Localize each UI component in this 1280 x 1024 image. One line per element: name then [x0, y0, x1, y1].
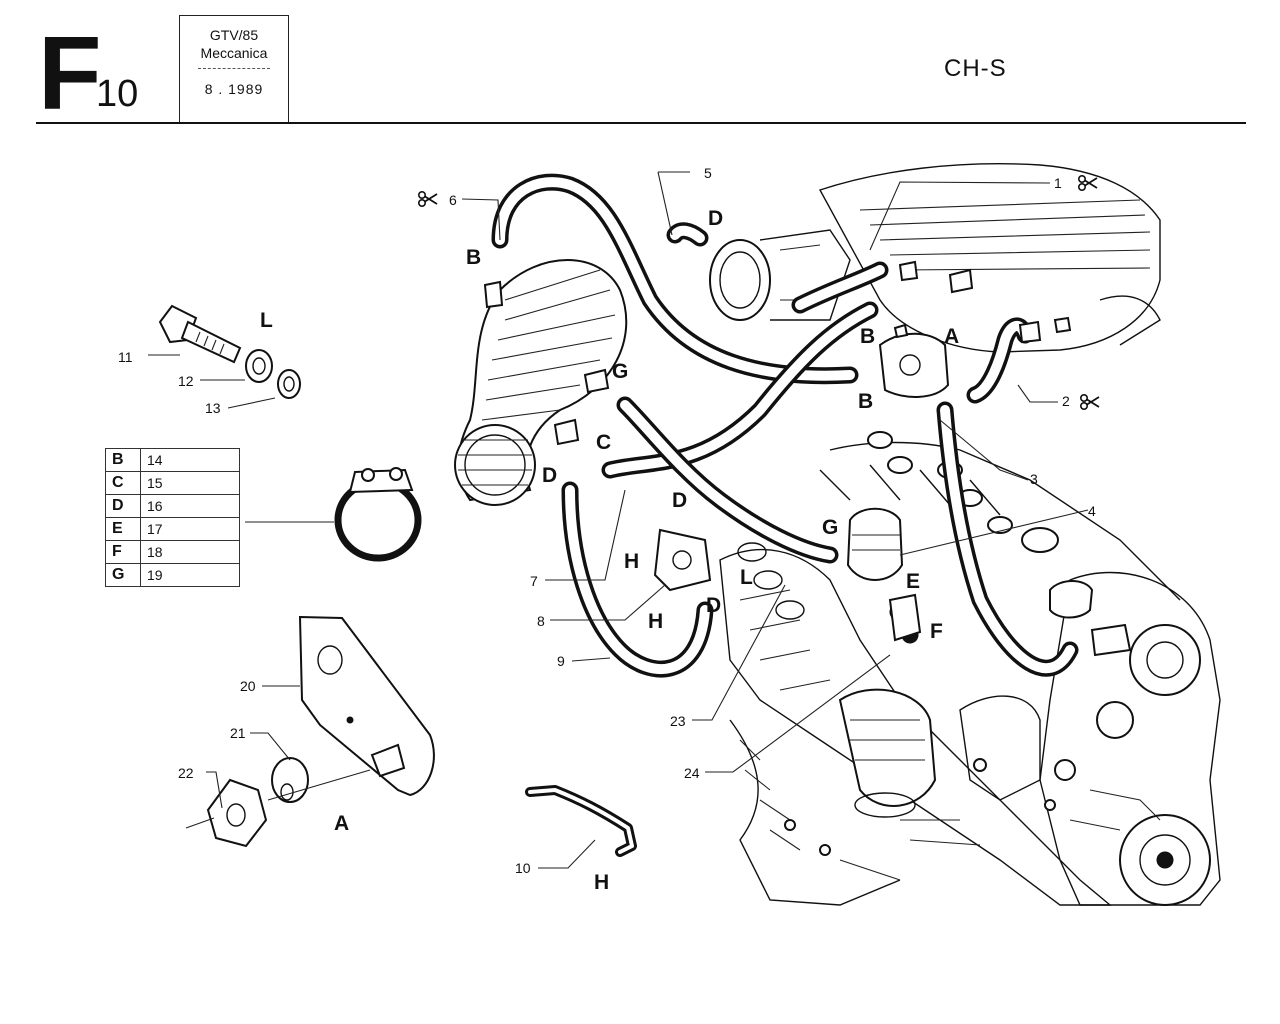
letter-G: G: [612, 360, 628, 383]
bracket-detail: [185, 615, 435, 848]
letter-H: H: [648, 610, 663, 633]
legend-part: 19: [140, 563, 240, 587]
letter-H: H: [624, 550, 639, 573]
callout-22: 22: [178, 765, 194, 781]
callout-8: 8: [537, 613, 545, 629]
letter-D: D: [672, 489, 687, 512]
letter-D: D: [542, 464, 557, 487]
legend-part: 16: [140, 494, 240, 518]
callout-10: 10: [515, 860, 531, 876]
letter-D: D: [706, 594, 721, 617]
letter-D: D: [708, 207, 723, 230]
callout-6: 6: [449, 192, 457, 208]
sheet-header: F 10 GTV/85 Meccanica 8 . 1989 CH-S: [0, 0, 1280, 130]
letter-A: A: [944, 325, 959, 348]
legend-part: 17: [140, 517, 240, 541]
date-label: 8 . 1989: [204, 81, 264, 97]
callout-11: 11: [118, 349, 133, 365]
legend-code: G: [105, 563, 141, 587]
scissors-icon: [417, 190, 438, 208]
letter-B: B: [466, 246, 481, 269]
legend-code: E: [105, 517, 141, 541]
letter-references: L A H B D G C D B A B D H H D L G E F: [260, 207, 959, 894]
letter-H: H: [594, 871, 609, 894]
info-box: GTV/85 Meccanica 8 . 1989: [179, 15, 289, 124]
model-label: GTV/85: [209, 27, 259, 43]
engine-block-drawing: [709, 163, 1221, 906]
air-intake-boot: [454, 259, 628, 506]
hose-clamp-detail: [334, 467, 422, 562]
hoses: [491, 173, 1079, 678]
section-label: Meccanica: [200, 45, 268, 61]
spring-clip-detail: [525, 785, 637, 857]
letter-F: F: [930, 620, 943, 643]
callout-5: 5: [704, 165, 712, 181]
variant-label: CH-S: [944, 55, 1007, 82]
letter-C: C: [596, 431, 611, 454]
callout-3: 3: [1030, 471, 1038, 487]
letter-E: E: [906, 570, 920, 593]
letter-L: L: [740, 566, 753, 589]
letter-L: L: [260, 309, 273, 332]
letter-A: A: [334, 812, 349, 835]
callout-23: 23: [670, 713, 686, 729]
callout-7: 7: [530, 573, 538, 589]
callout-numbers: 1 2 3 4 5 6 7 8 9 10 11 12 13 20 21 22 2…: [118, 165, 1096, 876]
legend-code: C: [105, 471, 141, 495]
letter-B: B: [858, 390, 873, 413]
divider: [198, 68, 270, 69]
callout-2: 2: [1062, 393, 1070, 409]
callout-9: 9: [557, 653, 565, 669]
scissors-icon: [1077, 174, 1098, 192]
sheet-number: 10: [96, 73, 139, 115]
bolt-detail: [158, 304, 301, 399]
callout-12: 12: [178, 373, 194, 389]
callout-1: 1: [1054, 175, 1062, 191]
callout-20: 20: [240, 678, 256, 694]
callout-24: 24: [684, 765, 700, 781]
legend-part: 15: [140, 471, 240, 495]
callout-13: 13: [205, 400, 221, 416]
callout-21: 21: [230, 725, 246, 741]
scissors-icon: [1079, 393, 1100, 411]
callout-4: 4: [1088, 503, 1096, 519]
letter-G: G: [822, 516, 838, 539]
leader-lines: [148, 171, 1089, 869]
sheet-letter: F: [38, 16, 102, 132]
control-valves: [653, 260, 1132, 657]
header-rule: [36, 122, 1246, 124]
letter-B: B: [860, 325, 875, 348]
